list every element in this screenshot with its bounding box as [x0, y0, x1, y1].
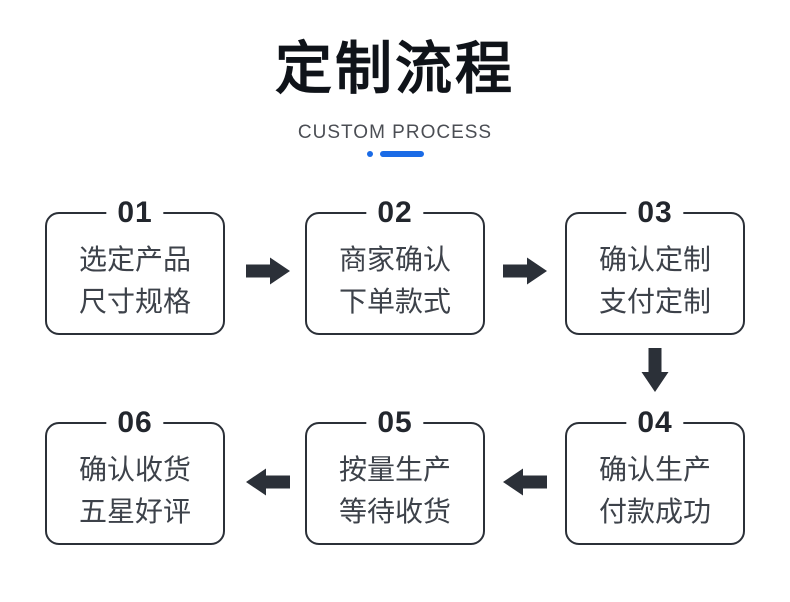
arrow-left-icon — [246, 468, 290, 496]
title-underline-decoration — [0, 151, 790, 157]
step-line-2: 支付定制 — [598, 285, 711, 317]
step-line-1: 确认生产 — [598, 453, 711, 485]
arrow-right-icon — [246, 257, 290, 285]
step-line-1: 确认收货 — [78, 453, 191, 485]
step-description: 商家确认 下单款式 — [339, 225, 451, 323]
step-description: 确认定制 支付定制 — [599, 225, 711, 323]
step-box-02: 02 商家确认 下单款式 — [305, 198, 485, 335]
accent-dot — [366, 151, 373, 157]
step-line-2: 等待收货 — [338, 495, 451, 527]
step-description: 按量生产 等待收货 — [339, 435, 451, 533]
step-line-2: 付款成功 — [598, 495, 711, 527]
step-description: 确认收货 五星好评 — [79, 435, 191, 533]
step-line-2: 五星好评 — [78, 495, 191, 527]
arrow-right-icon — [503, 257, 547, 285]
step-line-2: 尺寸规格 — [78, 285, 191, 317]
step-box-05: 05 按量生产 等待收货 — [305, 408, 485, 545]
step-box-06: 06 确认收货 五星好评 — [45, 408, 225, 545]
step-box-01: 01 选定产品 尺寸规格 — [45, 198, 225, 335]
step-line-1: 商家确认 — [338, 243, 451, 275]
arrow-left-icon — [503, 468, 547, 496]
step-line-1: 选定产品 — [78, 243, 191, 275]
step-description: 选定产品 尺寸规格 — [79, 225, 191, 323]
page-subtitle: CUSTOM PROCESS — [297, 122, 493, 143]
step-line-1: 确认定制 — [598, 243, 711, 275]
page-title: 定制流程 — [275, 37, 515, 101]
step-box-04: 04 确认生产 付款成功 — [565, 408, 745, 545]
step-line-1: 按量生产 — [338, 453, 451, 485]
accent-bar — [379, 151, 424, 157]
step-number: 06 — [106, 408, 164, 438]
step-number: 01 — [106, 198, 164, 228]
step-number: 03 — [626, 198, 684, 228]
arrow-down-icon — [641, 348, 669, 392]
step-line-2: 下单款式 — [338, 285, 451, 317]
step-box-03: 03 确认定制 支付定制 — [565, 198, 745, 335]
step-number: 04 — [626, 408, 684, 438]
step-description: 确认生产 付款成功 — [599, 435, 711, 533]
step-number: 05 — [366, 408, 424, 438]
step-number: 02 — [366, 198, 424, 228]
